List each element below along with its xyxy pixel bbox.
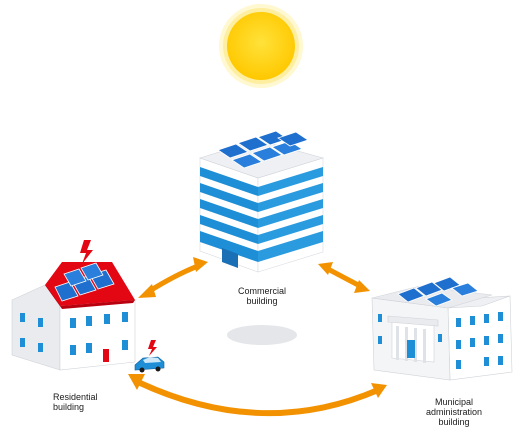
residential-door: [103, 349, 109, 362]
residential-building: [11, 262, 136, 371]
central-hub-shadow: [227, 325, 297, 345]
label-municipal-line1: Municipal: [434, 397, 474, 407]
commercial-entrance: [222, 248, 238, 268]
label-residential-building: Residential building: [53, 392, 133, 412]
solar-panel-icon: [217, 130, 309, 169]
commercial-facade-stripes-right: [258, 167, 323, 262]
residential-windows: [20, 312, 128, 355]
electric-car-icon: [134, 356, 165, 373]
solar-panel-icon: [54, 262, 115, 302]
lightning-icon: [148, 340, 157, 356]
label-commercial-line1: Commercial: [237, 286, 286, 296]
sun-icon: [219, 4, 303, 88]
arrow-commercial-residential: [138, 257, 208, 298]
label-commercial-line2: building: [246, 296, 278, 306]
label-municipal-line2: administration: [425, 407, 483, 417]
lightning-icon: [80, 240, 93, 264]
municipal-administration-building: [371, 276, 513, 381]
commercial-facade-stripes-left: [200, 167, 258, 262]
label-municipal-building: Municipal administration building: [404, 397, 504, 427]
label-commercial-building: Commercial building: [224, 286, 300, 306]
label-residential-line1: Residential: [53, 392, 98, 402]
arrow-residential-municipal: [128, 374, 387, 417]
municipal-entrance: [407, 340, 415, 358]
label-residential-line2: building: [53, 402, 85, 412]
municipal-windows: [378, 312, 503, 369]
municipal-columns: [396, 326, 426, 363]
arrow-commercial-municipal: [318, 262, 370, 293]
label-municipal-line3: building: [438, 417, 470, 427]
commercial-building: [199, 130, 325, 273]
solar-panel-icon: [397, 276, 479, 307]
